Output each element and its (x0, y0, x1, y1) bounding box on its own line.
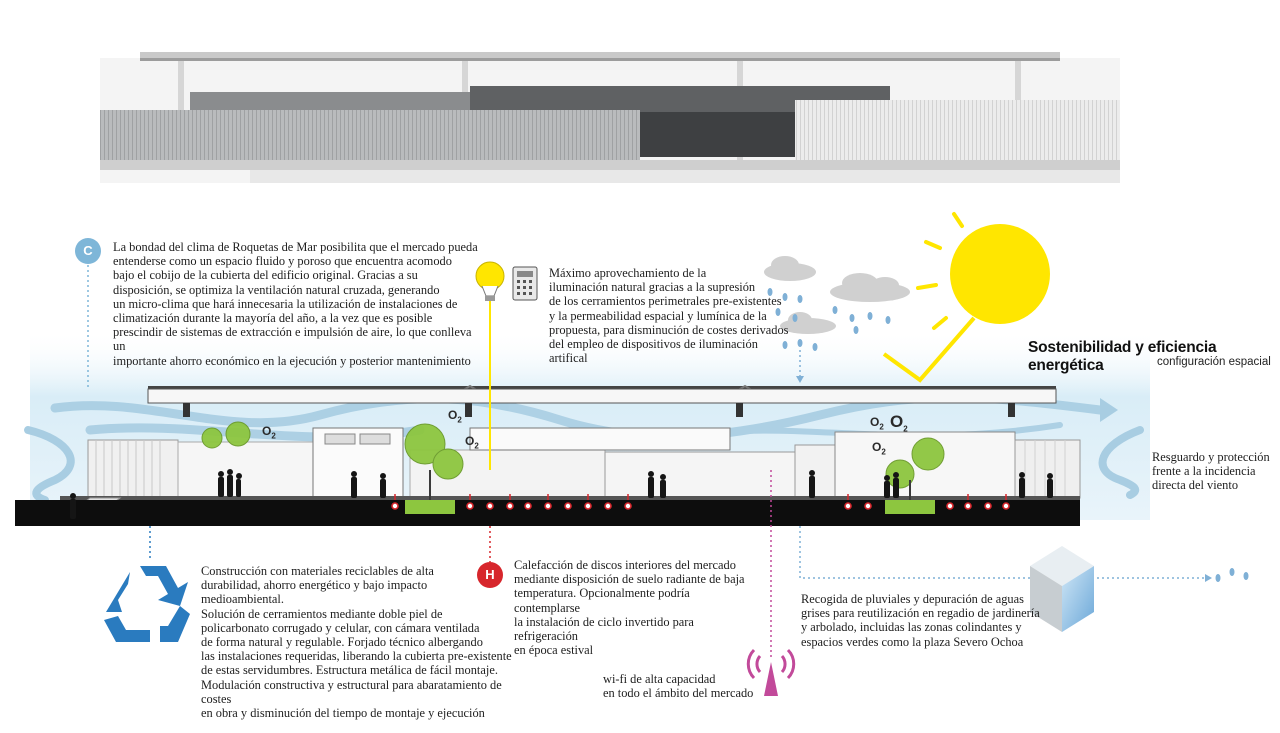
heating-badge-icon: H (477, 562, 503, 588)
lighting-text: Máximo aprovechamiento de la iluminación… (549, 266, 789, 366)
wind-text: Resguardo y protección frente a la incid… (1152, 450, 1270, 493)
planter-right (885, 500, 935, 514)
lightbulb-icon (475, 261, 505, 301)
calculator-icon (512, 266, 538, 301)
people-silhouettes (70, 469, 1053, 519)
o2-label: O2 (890, 412, 908, 434)
o2-label: O2 (465, 434, 479, 451)
water-drops (1215, 568, 1249, 582)
wifi-text: wi-fi de alta capacidad en todo el ámbit… (603, 672, 754, 701)
climate-text: La bondad del clima de Roquetas de Mar p… (113, 240, 478, 368)
recycle-icon (104, 566, 190, 642)
o2-label: O2 (872, 440, 886, 457)
climate-badge-icon: C (75, 238, 101, 264)
materials-text: Construcción con materiales reciclables … (201, 564, 512, 721)
diagram-title: Sostenibilidad y eficiencia energética (1028, 339, 1217, 374)
wind-swirl-left (24, 426, 75, 504)
diagram-subtitle: configuración espacial (1157, 356, 1271, 368)
radiant-heating-markers (391, 494, 1010, 510)
o2-label: O2 (262, 424, 276, 441)
o2-label: O2 (448, 408, 462, 425)
planter-left (405, 500, 455, 514)
wind-swirl-right (1098, 426, 1144, 499)
sun-icon (882, 212, 1050, 383)
water-leader (799, 526, 1030, 579)
cloud-rain-icon (764, 256, 910, 351)
water-text: Recogida de pluviales y depuración de ag… (801, 592, 1040, 649)
water-tank-icon (1030, 546, 1094, 632)
o2-label: O2 (870, 415, 884, 432)
trees (201, 421, 945, 489)
roof-structure (147, 384, 1057, 417)
heating-text: Calefacción de discos interiores del mer… (514, 558, 745, 658)
building-elevation-photo (100, 52, 1120, 183)
wifi-antenna-icon (746, 648, 796, 696)
